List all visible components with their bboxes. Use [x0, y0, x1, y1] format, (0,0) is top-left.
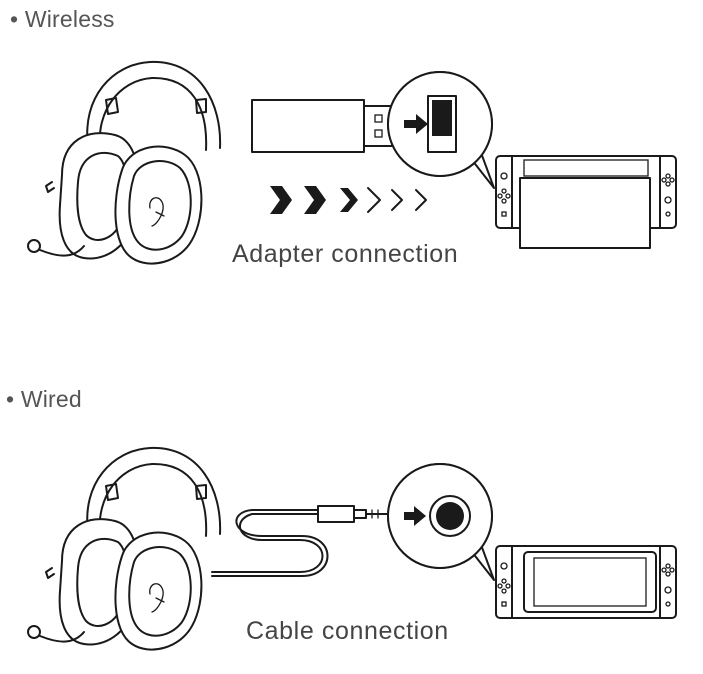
arrow-icon	[404, 506, 426, 526]
signal-chevrons	[270, 186, 427, 214]
console-icon-wired	[495, 545, 677, 619]
console-icon	[495, 155, 677, 249]
wireless-section-label: • Wireless	[10, 6, 115, 32]
magnified-usb-port	[387, 71, 495, 189]
usb-adapter-icon	[251, 99, 393, 153]
audio-cable	[211, 505, 393, 577]
audio-jack-icon	[387, 463, 495, 581]
wired-section-label: • Wired	[6, 386, 82, 412]
arrow-icon	[404, 114, 428, 134]
cable-connection-caption: Cable connection	[246, 617, 449, 645]
headset-icon-wired	[27, 446, 222, 651]
adapter-connection-caption: Adapter connection	[232, 240, 459, 268]
headset-icon	[27, 60, 222, 265]
